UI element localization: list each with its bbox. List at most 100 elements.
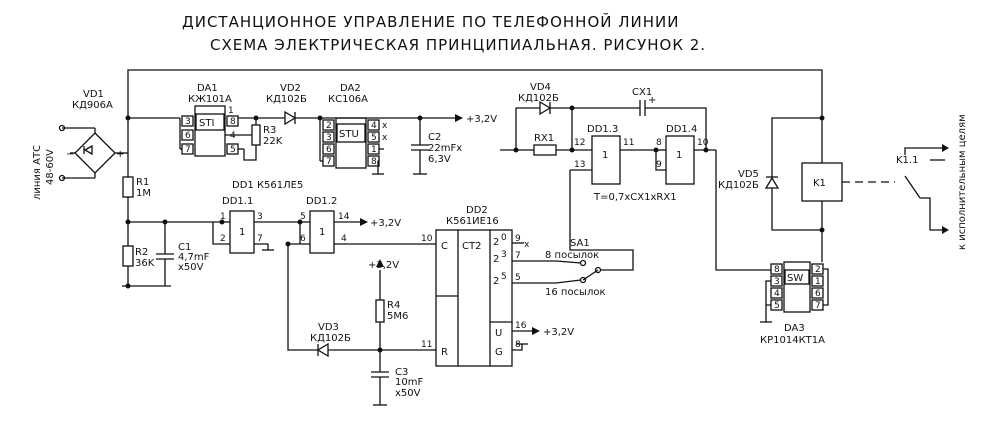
bridge-plus: +: [116, 149, 124, 160]
diode-vd5: VD5 КД102Б: [718, 115, 825, 231]
pin-label: 7: [257, 234, 263, 244]
c2-label: C2: [428, 132, 441, 143]
pin-label: 7: [326, 157, 332, 167]
r2-value: 36K: [135, 258, 155, 269]
r1-value: 1M: [136, 188, 151, 199]
timing-formula: T=0,7xCX1xRX1: [593, 192, 677, 203]
pin-label: 5: [300, 212, 306, 222]
gate-symbol: 1: [319, 227, 325, 238]
capacitor-c1: C1 4,7mF x50V: [156, 222, 210, 286]
da3-label: DA3: [784, 323, 805, 334]
pin-label: 8: [774, 265, 780, 275]
dd2-pin-u: U: [495, 328, 502, 339]
pin-label: 16: [515, 321, 527, 331]
exp-base: 2: [493, 237, 499, 248]
rx1-label: RX1: [534, 133, 554, 144]
supply-dd2: +3,2V: [543, 327, 574, 338]
pin-label: 4: [371, 121, 377, 131]
c1-value: 4,7mF: [178, 252, 210, 263]
capacitor-c2: C2 22mFx 6,3V: [411, 115, 462, 175]
da2-type: КС106А: [328, 94, 368, 105]
vd2-label: VD2: [280, 83, 301, 94]
vd4-type: КД102Б: [518, 93, 559, 104]
pin-label: 4: [774, 289, 780, 299]
dd2-ct2: CT2: [462, 241, 481, 252]
c1-voltage: x50V: [178, 262, 204, 273]
chip-da3: SW 8 3 4 5 2 1 6 7 DA3 КР1014КТ1А: [760, 261, 829, 346]
dd2-type: К561ИЕ16: [446, 216, 499, 227]
dd2-label: DD2: [466, 205, 488, 216]
gate-dd1-4: 1 DD1.4 8 9 10: [653, 124, 716, 185]
exp-power: 0: [501, 233, 507, 243]
cx1-label: CX1: [632, 87, 652, 98]
relay-k1: K1: [801, 162, 895, 262]
diode-vd3: VD3 КД102Б: [310, 322, 432, 358]
nc-mark: x: [524, 240, 530, 250]
nc-mark: x: [382, 121, 388, 131]
diode-vd4: VD4 КД102Б: [515, 82, 572, 150]
resistor-r2: R2 36K: [122, 245, 155, 286]
dd2-pin-r: R: [441, 347, 448, 358]
pin-label: 1: [228, 106, 234, 116]
chip-da1: DA1 КЖ101А STI 3 6 7 8 1 4 5: [179, 83, 260, 161]
da3-type: КР1014КТ1А: [760, 335, 825, 346]
da2-stu: STU: [339, 129, 359, 140]
pin-label: 8: [515, 340, 521, 350]
plus-rail: [127, 69, 823, 183]
pin-label: 6: [300, 234, 306, 244]
chip-da2: DA2 КС106А STU 2 3 6 7 4 5 1 8 x x: [319, 83, 388, 175]
pin-label: 2: [326, 121, 332, 131]
pin-label: 6: [326, 145, 332, 155]
pin-label: 8: [230, 117, 236, 127]
dd14-label: DD1.4: [666, 124, 697, 135]
da1-sti: STI: [199, 118, 214, 129]
pin-label: 2: [815, 265, 821, 275]
gate-symbol: 1: [676, 150, 682, 161]
sa1-16: 16 посылок: [545, 287, 606, 298]
pin-label: 6: [185, 131, 191, 141]
c3-label: C3: [395, 367, 408, 378]
dd12-label: DD1.2: [306, 196, 337, 207]
cx1-plus: +: [648, 95, 656, 106]
pin-label: 8: [371, 157, 377, 167]
pin-label: 4: [230, 131, 236, 141]
switch-sa1: SA1 8 посылок 16 посылок: [545, 170, 634, 298]
dd11-label: DD1.1: [222, 196, 253, 207]
capacitor-cx1: CX1 +: [632, 87, 709, 153]
da3-sw: SW: [787, 273, 803, 284]
pin-label: 7: [185, 145, 191, 155]
bridge-minus: −: [66, 149, 74, 160]
vd5-label: VD5: [738, 169, 759, 180]
pin-label: 11: [421, 340, 432, 350]
da1-type: КЖ101А: [188, 94, 232, 105]
pin-label: 3: [326, 133, 332, 143]
gate-dd1-3: 1 DD1.3 12 13 11: [556, 124, 656, 185]
pin-label: 13: [574, 160, 585, 170]
k11-label: K1.1: [896, 155, 918, 166]
resistor-r1: R1 1M: [122, 153, 151, 246]
diagram-title: ДИСТАНЦИОННОЕ УПРАВЛЕНИЕ ПО ТЕЛЕФОННОЙ Л…: [182, 12, 679, 31]
pin-label: 4: [341, 234, 347, 244]
output-label: к исполнительным целям: [957, 114, 968, 250]
pin-label: 3: [774, 277, 780, 287]
resistor-r4: +3,2V R4 5M6: [368, 259, 408, 372]
capacitor-c3: C3 10mF x50V: [371, 367, 423, 406]
c2-value: 22mFx: [428, 143, 462, 154]
supply-da2: +3,2V: [466, 114, 497, 125]
r2-label: R2: [135, 247, 148, 258]
pin-label: 6: [815, 289, 821, 299]
relay-contact-k1-1: K1.1 к исполнительным целям: [896, 114, 968, 250]
pin-label: 10: [421, 234, 433, 244]
pin-label: 9: [656, 160, 662, 170]
pin-label: 14: [338, 212, 350, 222]
pin-label: 1: [815, 277, 821, 287]
pin-label: 5: [515, 273, 521, 283]
da2-label: DA2: [340, 83, 361, 94]
vd4-label: VD4: [530, 82, 551, 93]
pin-label: 12: [574, 138, 585, 148]
pin-label: 10: [697, 138, 709, 148]
sa1-8: 8 посылок: [545, 250, 599, 261]
vd1-label: VD1: [83, 89, 104, 100]
chip-dd2: DD2 К561ИЕ16 C R CT2 2 0 2 3 2 5 U G 10 …: [421, 205, 574, 367]
